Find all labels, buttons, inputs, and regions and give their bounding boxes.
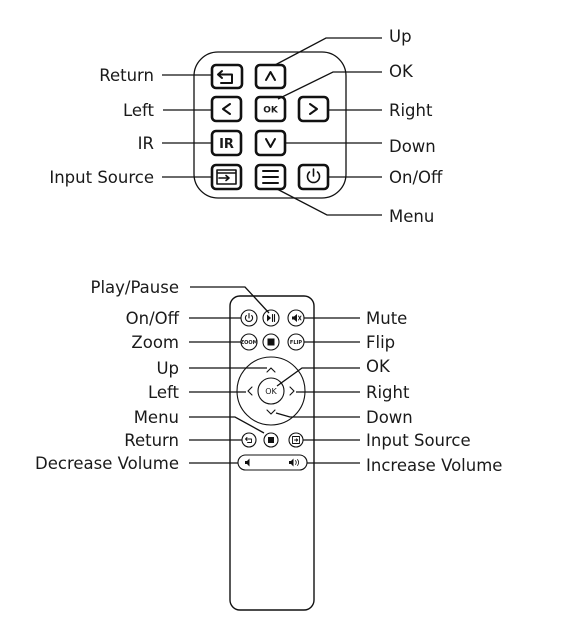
label-remote-input-source: Input Source bbox=[366, 431, 471, 450]
leader-ok bbox=[277, 71, 382, 100]
label-return: Return bbox=[99, 66, 154, 85]
stop-square-icon bbox=[267, 338, 275, 346]
label-flip: Flip bbox=[366, 333, 395, 352]
power-icon bbox=[244, 312, 254, 322]
label-remote-menu: Menu bbox=[134, 408, 179, 427]
label-right: Right bbox=[389, 101, 433, 120]
power-icon bbox=[306, 168, 321, 184]
chevron-left-icon bbox=[247, 386, 253, 396]
panel-power-button[interactable] bbox=[297, 163, 330, 191]
label-remote-left: Left bbox=[148, 383, 180, 402]
leader-menu bbox=[276, 188, 382, 216]
input-source-icon bbox=[216, 169, 237, 185]
label-remote-ok: OK bbox=[366, 357, 391, 376]
remote-flip-key-text: FLIP bbox=[290, 340, 302, 346]
chevron-left-icon bbox=[222, 103, 231, 115]
panel-ok-key-text: OK bbox=[263, 106, 279, 116]
panel-ir-key-text: IR bbox=[219, 137, 234, 152]
input-source-icon bbox=[292, 436, 300, 444]
chevron-right-icon bbox=[309, 103, 318, 115]
volume-up-icon bbox=[289, 458, 294, 467]
remote-zoom-button[interactable]: ZOOM bbox=[240, 333, 258, 351]
remote-play-pause-button[interactable] bbox=[262, 309, 280, 327]
play-pause-icon bbox=[267, 314, 271, 322]
chevron-up-icon bbox=[265, 71, 276, 81]
leader-remote-down bbox=[275, 412, 360, 418]
label-play-pause: Play/Pause bbox=[91, 278, 180, 297]
remote-flip-button[interactable]: FLIP bbox=[287, 333, 305, 351]
chevron-down-icon bbox=[266, 409, 276, 415]
label-down: Down bbox=[389, 137, 436, 156]
label-mute: Mute bbox=[366, 309, 407, 328]
panel-ok-button[interactable]: OK bbox=[254, 95, 287, 123]
label-remote-up: Up bbox=[156, 359, 179, 378]
leader-remote-ok bbox=[276, 367, 360, 387]
panel-up-button[interactable] bbox=[254, 63, 287, 90]
volume-down-icon bbox=[245, 458, 250, 467]
panel-return-button[interactable] bbox=[210, 63, 244, 90]
remote-input-source-button[interactable] bbox=[288, 432, 304, 448]
leader-remote-menu bbox=[189, 416, 265, 434]
panel-down-button[interactable] bbox=[254, 129, 287, 157]
panel-menu-button[interactable] bbox=[254, 163, 287, 191]
label-left: Left bbox=[123, 101, 155, 120]
remote-stop-button[interactable] bbox=[263, 432, 279, 448]
return-icon bbox=[217, 70, 233, 84]
leader-up bbox=[274, 37, 382, 66]
label-increase-volume: Increase Volume bbox=[366, 456, 502, 475]
label-remote-on-off: On/Off bbox=[126, 309, 180, 328]
remote-power-button[interactable] bbox=[240, 309, 258, 327]
remote-ok-key-text: OK bbox=[265, 387, 277, 396]
panel-input-source-button[interactable] bbox=[210, 163, 243, 191]
label-zoom: Zoom bbox=[131, 333, 179, 352]
chevron-right-icon bbox=[289, 386, 295, 396]
remote-ok-button[interactable]: OK bbox=[257, 377, 285, 405]
panel-ir-button[interactable]: IR bbox=[210, 129, 243, 157]
remote-zoom-key-text: ZOOM bbox=[240, 340, 257, 346]
label-input-source: Input Source bbox=[49, 168, 154, 187]
label-menu: Menu bbox=[389, 207, 434, 226]
mute-icon bbox=[292, 314, 297, 322]
remote-menu-button[interactable] bbox=[262, 333, 280, 351]
label-remote-down: Down bbox=[366, 408, 413, 427]
leader-play-pause bbox=[190, 286, 270, 314]
panel-left-button[interactable] bbox=[210, 95, 243, 123]
remote-mute-button[interactable] bbox=[287, 309, 305, 327]
label-ok: OK bbox=[389, 62, 414, 81]
panel-right-button[interactable] bbox=[297, 95, 330, 123]
label-ir: IR bbox=[138, 134, 154, 153]
chevron-down-icon bbox=[265, 138, 276, 148]
label-remote-right: Right bbox=[366, 383, 410, 402]
stop-icon bbox=[268, 437, 274, 443]
remote-return-button[interactable] bbox=[241, 432, 257, 448]
label-decrease-volume: Decrease Volume bbox=[35, 454, 179, 473]
label-remote-return: Return bbox=[124, 431, 179, 450]
menu-icon bbox=[262, 170, 279, 184]
label-on-off: On/Off bbox=[389, 168, 443, 187]
return-icon bbox=[245, 437, 252, 443]
remote-volume-rocker[interactable] bbox=[237, 454, 308, 471]
chevron-up-icon bbox=[266, 367, 276, 373]
label-up: Up bbox=[389, 27, 412, 46]
